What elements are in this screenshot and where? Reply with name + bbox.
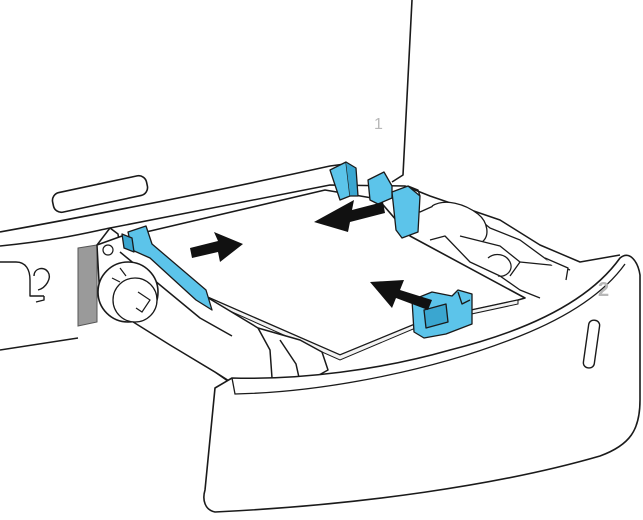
inward-arrow-icon	[190, 232, 243, 262]
left-paper-width-guide[interactable]	[121, 225, 213, 311]
upper-tray-handle-slot[interactable]	[51, 174, 149, 214]
tray-number-2: 2	[598, 279, 609, 301]
right-rail-mechanism	[404, 186, 571, 299]
metal-side-plate	[77, 244, 98, 327]
printer-body	[0, 0, 413, 247]
back-paper-length-guide[interactable]	[329, 161, 421, 239]
left-frame-mechanism	[0, 261, 79, 351]
tray-2-front-lip	[231, 263, 626, 395]
tray-2-front-panel[interactable]	[203, 254, 641, 513]
inward-arrow-icon	[370, 280, 432, 310]
paper-size-dial-icon[interactable]	[97, 244, 159, 323]
tray-number-1: 1	[374, 116, 383, 133]
lower-tray-handle-slot[interactable]	[582, 319, 601, 369]
inward-arrow-icon	[314, 200, 385, 232]
